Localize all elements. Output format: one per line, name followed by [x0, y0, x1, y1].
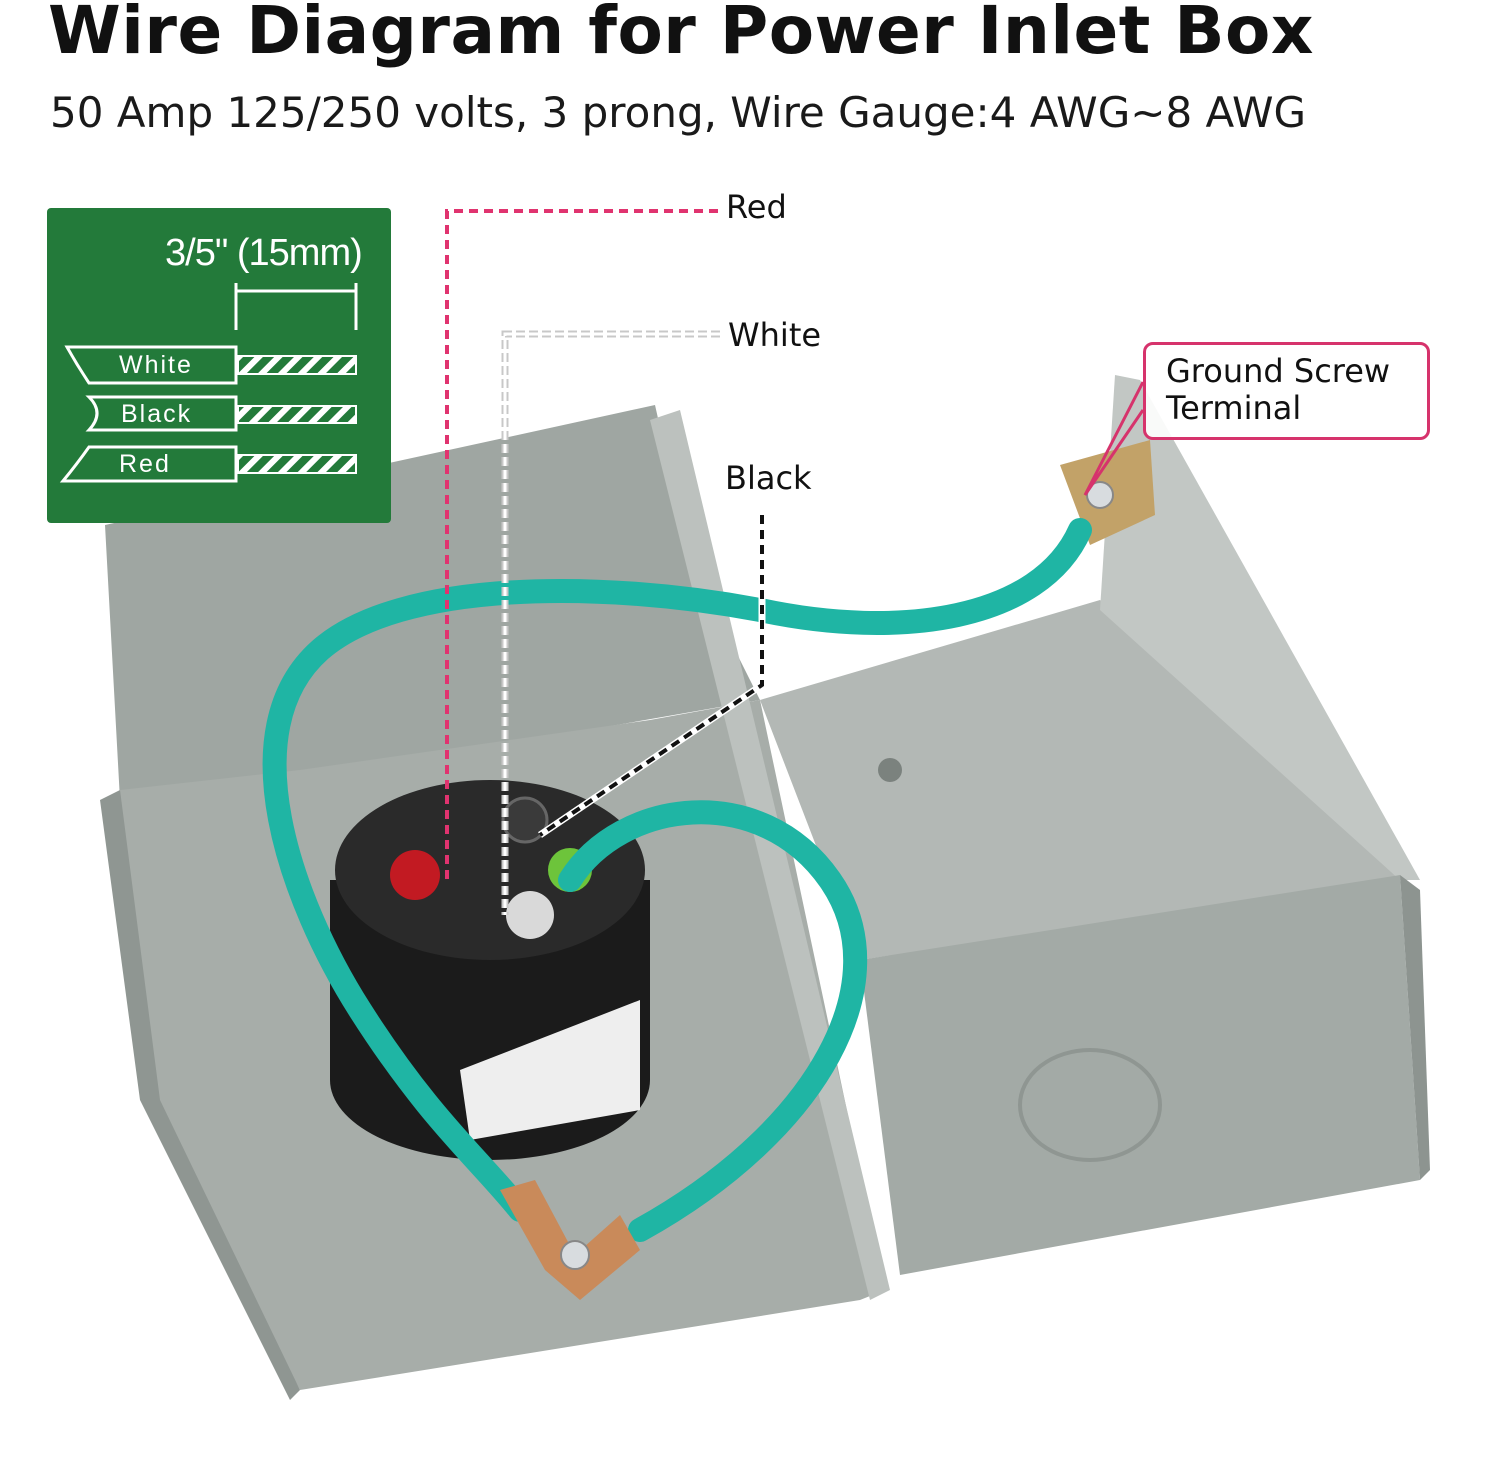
right-box-front [860, 875, 1420, 1275]
ground-lug [500, 1180, 640, 1300]
receptacle-face [335, 780, 645, 960]
receptacle-label [460, 1000, 640, 1140]
black-terminal [501, 796, 549, 844]
ground-callout-line2: Terminal [1166, 389, 1302, 427]
left-tray-lip [100, 790, 300, 1400]
ground-screw-icon [1086, 481, 1114, 509]
strip-dimension: 3/5" (15mm) [165, 232, 363, 274]
ground-callout-pointer [1083, 381, 1145, 496]
right-box-inner [760, 600, 1400, 960]
mount-hole [878, 758, 902, 782]
stripped-conductor-red [237, 454, 357, 474]
strip-label-red: Red [119, 450, 171, 478]
right-upright-flap [1100, 375, 1420, 880]
white-leader-inner [503, 332, 720, 915]
white-wire-label: White [728, 316, 822, 354]
page-title: Wire Diagram for Power Inlet Box [48, 0, 1314, 69]
white-terminal [506, 891, 554, 939]
red-wire-label: Red [726, 188, 787, 226]
black-leader-dash [538, 515, 764, 837]
ground-wire-short [558, 800, 868, 1242]
knockout [1018, 1048, 1162, 1162]
stripped-conductor-white [237, 355, 357, 375]
strip-label-white: White [119, 351, 193, 379]
black-wire-label: Black [725, 459, 812, 497]
lug-screw [560, 1240, 590, 1270]
red-terminal [390, 850, 440, 900]
right-box-side [1400, 875, 1430, 1180]
ground-screw-callout: Ground Screw Terminal [1143, 342, 1430, 440]
strip-label-black: Black [121, 400, 193, 428]
ground-callout-line1: Ground Screw [1166, 352, 1391, 390]
strip-length-guide: 3/5" (15mm) White Black Red [47, 208, 391, 523]
stripped-conductor-black [237, 405, 357, 424]
red-leader-line [445, 209, 718, 880]
strip-guide-drawing [59, 283, 358, 483]
ground-wire-long [262, 518, 1092, 1222]
page-subtitle: 50 Amp 125/250 volts, 3 prong, Wire Gaug… [50, 88, 1307, 137]
left-tray-edge [650, 410, 890, 1300]
